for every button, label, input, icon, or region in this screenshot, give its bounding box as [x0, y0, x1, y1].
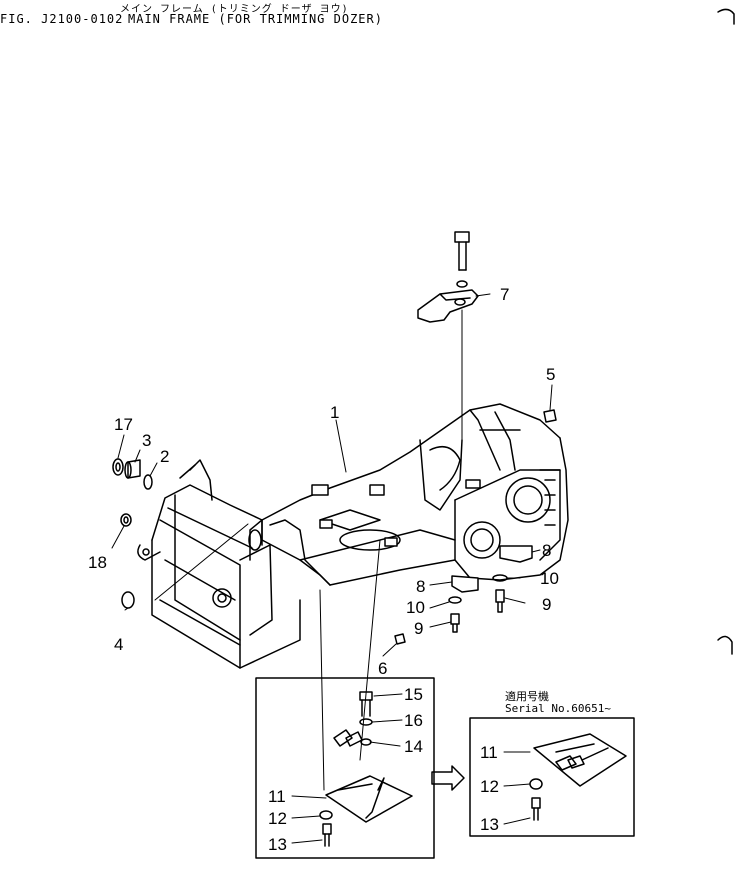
- main-frame-1: [249, 403, 569, 586]
- part-5-plug: [543, 409, 557, 423]
- part-8-plate-a: [499, 545, 533, 563]
- part-6-plug: [394, 633, 406, 645]
- serial-applicability-label: 適用号機: [505, 690, 549, 703]
- part-3-bushing: [124, 459, 141, 479]
- callout-16: 16: [404, 711, 423, 730]
- box-b-leaders: [503, 751, 531, 825]
- top-bolt: [454, 231, 470, 288]
- part-10-washer-b: [448, 596, 462, 604]
- callout-6: 6: [378, 659, 387, 678]
- callout-1: 1: [330, 403, 339, 422]
- serial-number-range: Serial No.60651~: [505, 702, 611, 715]
- callout-15: 15: [404, 685, 423, 704]
- callout-10a: 10: [540, 569, 559, 588]
- callout-18: 18: [88, 553, 107, 572]
- part-9-bolt-b: [450, 613, 460, 633]
- front-bracket: [137, 459, 301, 669]
- callout-13b: 13: [480, 815, 499, 834]
- part-9-bolt-a: [495, 589, 505, 613]
- callout-8a: 8: [542, 541, 551, 560]
- box-a-parts: [319, 691, 413, 847]
- callout-10b: 10: [406, 598, 425, 617]
- box-a-leaders: [291, 693, 403, 844]
- callout-7: 7: [500, 285, 509, 304]
- corner-mark: [717, 635, 733, 655]
- box-b-parts: [529, 733, 627, 821]
- replacement-arrow: [431, 765, 465, 791]
- header-japanese-title: メイン フレーム (トリミング ドーザ ヨウ): [120, 4, 349, 15]
- callout-4: 4: [114, 635, 123, 654]
- callout-12a: 12: [268, 809, 287, 828]
- callout-3: 3: [142, 431, 151, 450]
- part-17-ring: [112, 458, 124, 476]
- callout-5: 5: [546, 365, 555, 384]
- part-4-bushing: [121, 591, 135, 609]
- clamp-7: [417, 289, 479, 323]
- callout-17: 17: [114, 415, 133, 434]
- callout-8b: 8: [416, 577, 425, 596]
- figure-title: MAIN FRAME (FOR TRIMMING DOZER): [128, 12, 383, 26]
- part-8-plate-b: [451, 575, 479, 593]
- figure-number: FIG. J2100-0102: [0, 12, 124, 26]
- callout-9a: 9: [542, 595, 551, 614]
- callout-9b: 9: [414, 619, 423, 638]
- callout-2: 2: [160, 447, 169, 466]
- callout-numbers: 1 2 3 4 5 6 7 8 8 9 9 10 10 11 11 12 12 …: [88, 285, 559, 854]
- callout-13a: 13: [268, 835, 287, 854]
- callout-11a: 11: [268, 787, 286, 806]
- detail-box-revised: [469, 717, 635, 837]
- detail-box-original: [255, 677, 435, 859]
- callout-14: 14: [404, 737, 423, 756]
- part-2-bushing: [143, 474, 153, 490]
- callout-11b: 11: [480, 743, 498, 762]
- leader-lines: [111, 293, 553, 791]
- corner-mark: [717, 8, 735, 25]
- callout-12b: 12: [480, 777, 499, 796]
- part-18-fitting: [120, 513, 132, 527]
